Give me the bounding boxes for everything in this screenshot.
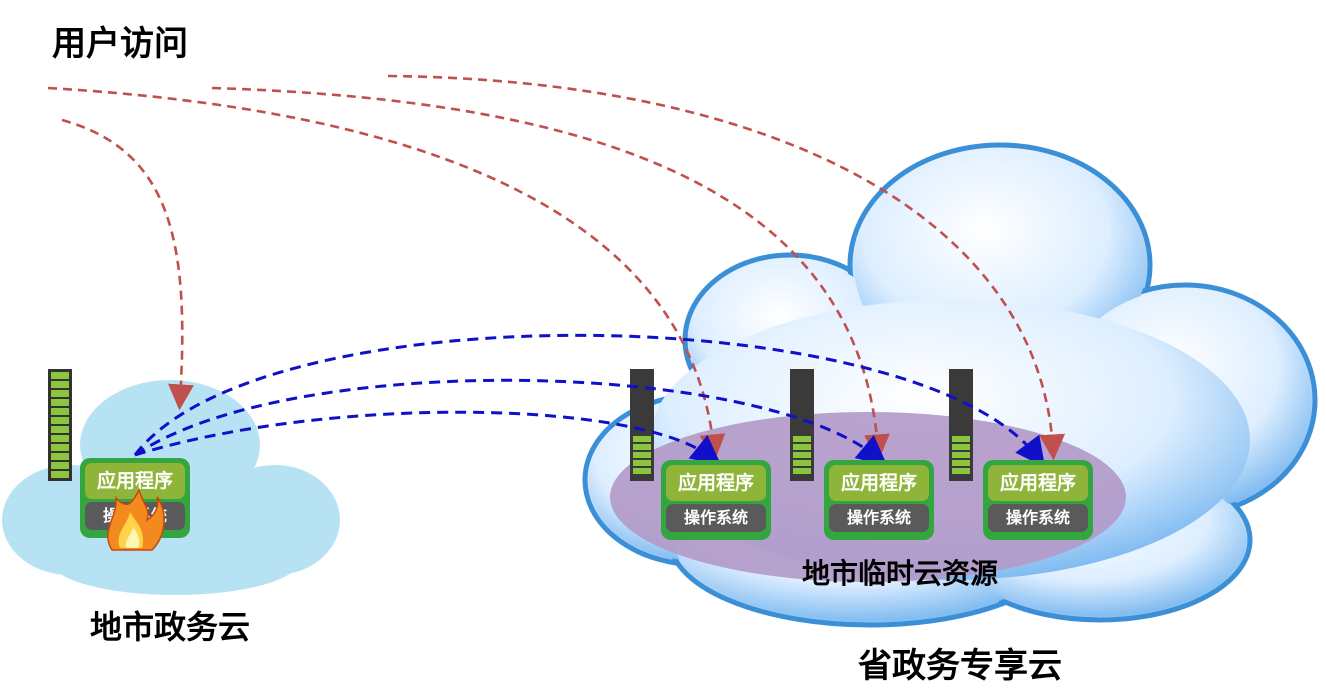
user-access-arrow-vm2: [211, 86, 890, 461]
vm-province-1: 应用程序 操作系统: [661, 460, 771, 540]
migration-arrow-vm2: [134, 378, 888, 466]
server-load-gauge-city: [48, 369, 72, 481]
vm-province-2: 应用程序 操作系统: [824, 460, 934, 540]
vm-city: 应用程序 操作系统: [80, 458, 190, 538]
server-load-gauge-2: [790, 369, 814, 481]
vm-app-label: 应用程序: [988, 465, 1088, 501]
user-access-arrows: [47, 74, 1066, 461]
vm-app-label: 应用程序: [666, 465, 766, 501]
vm-os-label: 操作系统: [988, 504, 1088, 532]
user-access-arrow-vm3: [387, 74, 1066, 461]
vm-os-label: 操作系统: [666, 504, 766, 532]
vm-os-label: 操作系统: [829, 504, 929, 532]
user-access-arrow-vm1: [47, 86, 726, 461]
province-cloud-label: 省政务专享云: [858, 646, 1062, 686]
migration-arrows: [133, 333, 1046, 468]
vm-os-label: 操作系统: [85, 502, 185, 530]
server-load-gauge-3: [949, 369, 973, 481]
migration-arrow-vm1: [134, 410, 722, 466]
vm-province-3: 应用程序 操作系统: [983, 460, 1093, 540]
migration-arrow-vm3: [133, 333, 1046, 468]
user-access-title: 用户访问: [52, 24, 188, 64]
vm-app-label: 应用程序: [85, 463, 185, 499]
temp-resource-label: 地市临时云资源: [802, 557, 999, 590]
vm-app-label: 应用程序: [829, 465, 929, 501]
user-access-arrow-city: [61, 118, 194, 411]
city-cloud-label: 地市政务云: [90, 608, 251, 646]
